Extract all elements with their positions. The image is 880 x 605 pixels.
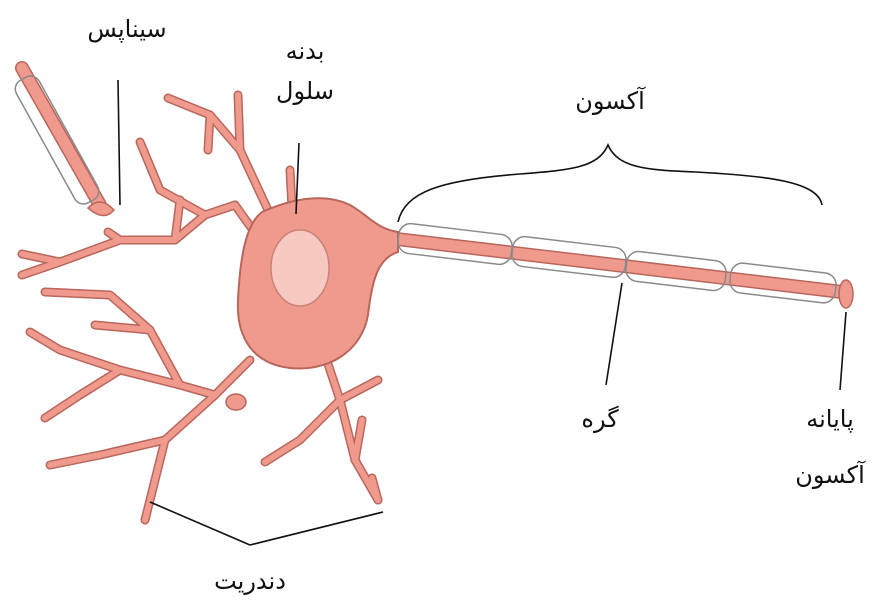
axon-brace: [398, 145, 822, 222]
axon: [380, 237, 842, 292]
node-leader: [606, 283, 622, 385]
axon-terminal-label-line1: پایانه: [780, 404, 880, 434]
presynaptic-axon: [12, 68, 114, 216]
synapse-label: سیناپس: [72, 14, 182, 44]
axon-label: آکسون: [555, 86, 665, 116]
synapse-leader: [118, 80, 120, 205]
nucleus: [271, 230, 329, 306]
leader-lines: [118, 80, 846, 545]
axon-terminal-label-line2: آکسون: [780, 460, 880, 490]
presynaptic-terminal: [88, 202, 114, 216]
cell-body-label-line2: سلول: [265, 76, 345, 106]
cell-body-label-line1: بدنه: [265, 36, 345, 66]
dendrite-leader-left: [150, 502, 250, 545]
dendrite-leader-right: [250, 512, 383, 545]
node-label: گره: [560, 404, 640, 434]
dendrite-label: دندریت: [185, 566, 315, 596]
dendrite-bulge: [226, 394, 246, 410]
axon-terminal-leader: [840, 312, 846, 390]
axon-terminal: [839, 280, 853, 308]
